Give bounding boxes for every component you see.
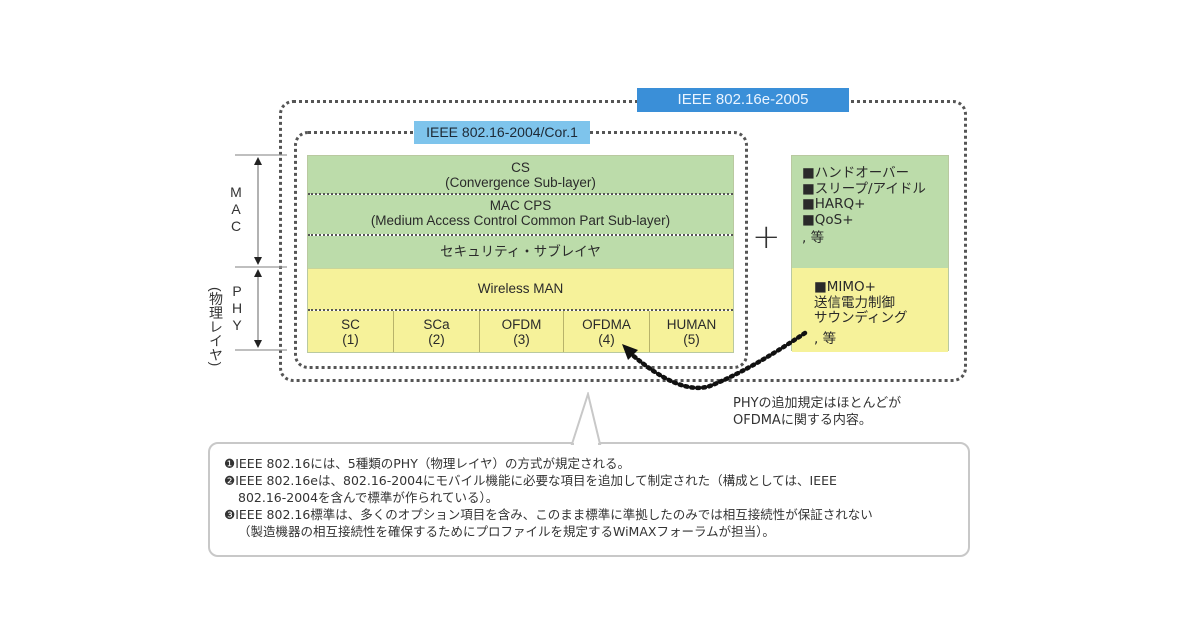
ieee-802-16e-2005-container: [279, 100, 967, 382]
cs-layer-subtitle: (Convergence Sub-layer): [445, 175, 596, 190]
plus-icon: +: [752, 217, 781, 257]
arrow-note-line: PHYの追加規定はほとんどが: [733, 396, 902, 411]
mac-label-text: MAC: [230, 184, 242, 234]
addition-item: ■ハンドオーバー: [802, 165, 910, 181]
phy-mode-number: (1): [342, 332, 359, 347]
mac-arrow-up-icon: [254, 157, 262, 165]
phy-mode-number: (5): [683, 332, 700, 347]
cs-layer-title: CS: [511, 160, 530, 175]
phy-arrow-up-icon: [254, 269, 262, 277]
callout-note-line: ❶IEEE 802.16には、5種類のPHY（物理レイヤ）の方式が規定される。: [224, 456, 630, 471]
addition-item: ■HARQ+: [802, 196, 866, 212]
phy-mode-cell: OFDMA (4): [563, 311, 649, 352]
phy-mode-number: (4): [598, 332, 615, 347]
phy-sub-vertical-label: (物理レイヤ): [208, 287, 224, 367]
layer-divider: [308, 193, 733, 195]
addition-item: ■MIMO+: [814, 279, 876, 295]
notes-callout: ❶IEEE 802.16には、5種類のPHY（物理レイヤ）の方式が規定される。 …: [208, 442, 970, 557]
phy-mode-name: SCa: [423, 317, 450, 332]
mac-vertical-label: MAC: [227, 184, 245, 235]
mac-cps-layer: MAC CPS (Medium Access Control Common Pa…: [308, 195, 733, 234]
addition-item: ■スリープ/アイドル: [802, 180, 926, 197]
arrow-head-icon: [622, 344, 638, 360]
addition-item: 送信電力制御: [814, 294, 895, 311]
layer-dimension-markers: [235, 154, 287, 351]
addition-etc: , 等: [814, 330, 837, 347]
layer-divider: [308, 309, 733, 311]
phy-modes-row: SC (1) SCa (2) OFDM (3) OFDMA (4) HUMAN …: [308, 311, 733, 352]
security-sublayer: セキュリティ・サブレイヤ: [308, 236, 733, 268]
wireless-man-layer: Wireless MAN: [308, 268, 733, 310]
phy-mode-cell: OFDM (3): [479, 311, 563, 352]
phy-mode-cell: SCa (2): [393, 311, 479, 352]
phy-mode-cell: SC (1): [308, 311, 393, 352]
addition-item: ■QoS+: [802, 211, 854, 228]
mac-arrow-down-icon: [254, 257, 262, 265]
wireless-man-title: Wireless MAN: [477, 281, 564, 296]
cs-layer: CS (Convergence Sub-layer): [308, 156, 733, 194]
callout-note-line: ❷IEEE 802.16eは、802.16-2004にモバイル機能に必要な項目を…: [224, 473, 837, 488]
phy-arrow-down-icon: [254, 340, 262, 348]
arrow-note-line: OFDMAに関する内容。: [733, 413, 872, 428]
phy-mode-cell: HUMAN (5): [649, 311, 733, 352]
outer-container-label: IEEE 802.16e-2005: [637, 88, 849, 112]
dotted-arrow-path: [627, 330, 808, 391]
phy-mode-name: OFDM: [501, 317, 542, 332]
inner-container-label: IEEE 802.16-2004/Cor.1: [414, 121, 590, 144]
addition-item: サウンディング: [814, 310, 908, 326]
phy-additions: ■MIMO+ 送信電力制御 サウンディング , 等: [792, 268, 948, 352]
layer-divider: [308, 234, 733, 236]
addition-etc: , 等: [802, 230, 825, 246]
protocol-stack: CS (Convergence Sub-layer) MAC CPS (Medi…: [307, 155, 734, 353]
arrow-note: PHYの追加規定はほとんどが OFDMAに関する内容。: [733, 395, 901, 429]
callout-pointer-shape: [570, 392, 602, 445]
ofdma-pointer-arrow: [622, 330, 808, 391]
security-sublayer-title: セキュリティ・サブレイヤ: [440, 244, 601, 259]
phy-mode-name: OFDMA: [582, 317, 631, 332]
mac-additions: ■ハンドオーバー ■スリープ/アイドル ■HARQ+ ■QoS+ , 等: [792, 156, 948, 268]
phy-mode-number: (3): [513, 332, 530, 347]
phy-label-text: PHY: [231, 283, 243, 333]
callout-note-line: （製造機器の相互接続性を確保するためにプロファイルを規定するWiMAXフォーラム…: [238, 524, 775, 539]
phy-mode-name: HUMAN: [666, 317, 717, 332]
phy-vertical-label: PHY: [228, 283, 246, 334]
mac-cps-layer-subtitle: (Medium Access Control Common Part Sub-l…: [370, 213, 671, 228]
mac-cps-layer-title: MAC CPS: [489, 198, 552, 213]
phy-mode-number: (2): [428, 332, 445, 347]
e-additions-box: ■ハンドオーバー ■スリープ/アイドル ■HARQ+ ■QoS+ , 等 ■MI…: [791, 155, 949, 352]
callout-note-line: ❸IEEE 802.16標準は、多くのオプション項目を含み、このまま標準に準拠し…: [224, 507, 873, 522]
callout-pointer: [570, 392, 602, 445]
phy-mode-name: SC: [341, 317, 360, 332]
callout-note-line: 802.16-2004を含んで標準が作られている）。: [238, 490, 499, 505]
